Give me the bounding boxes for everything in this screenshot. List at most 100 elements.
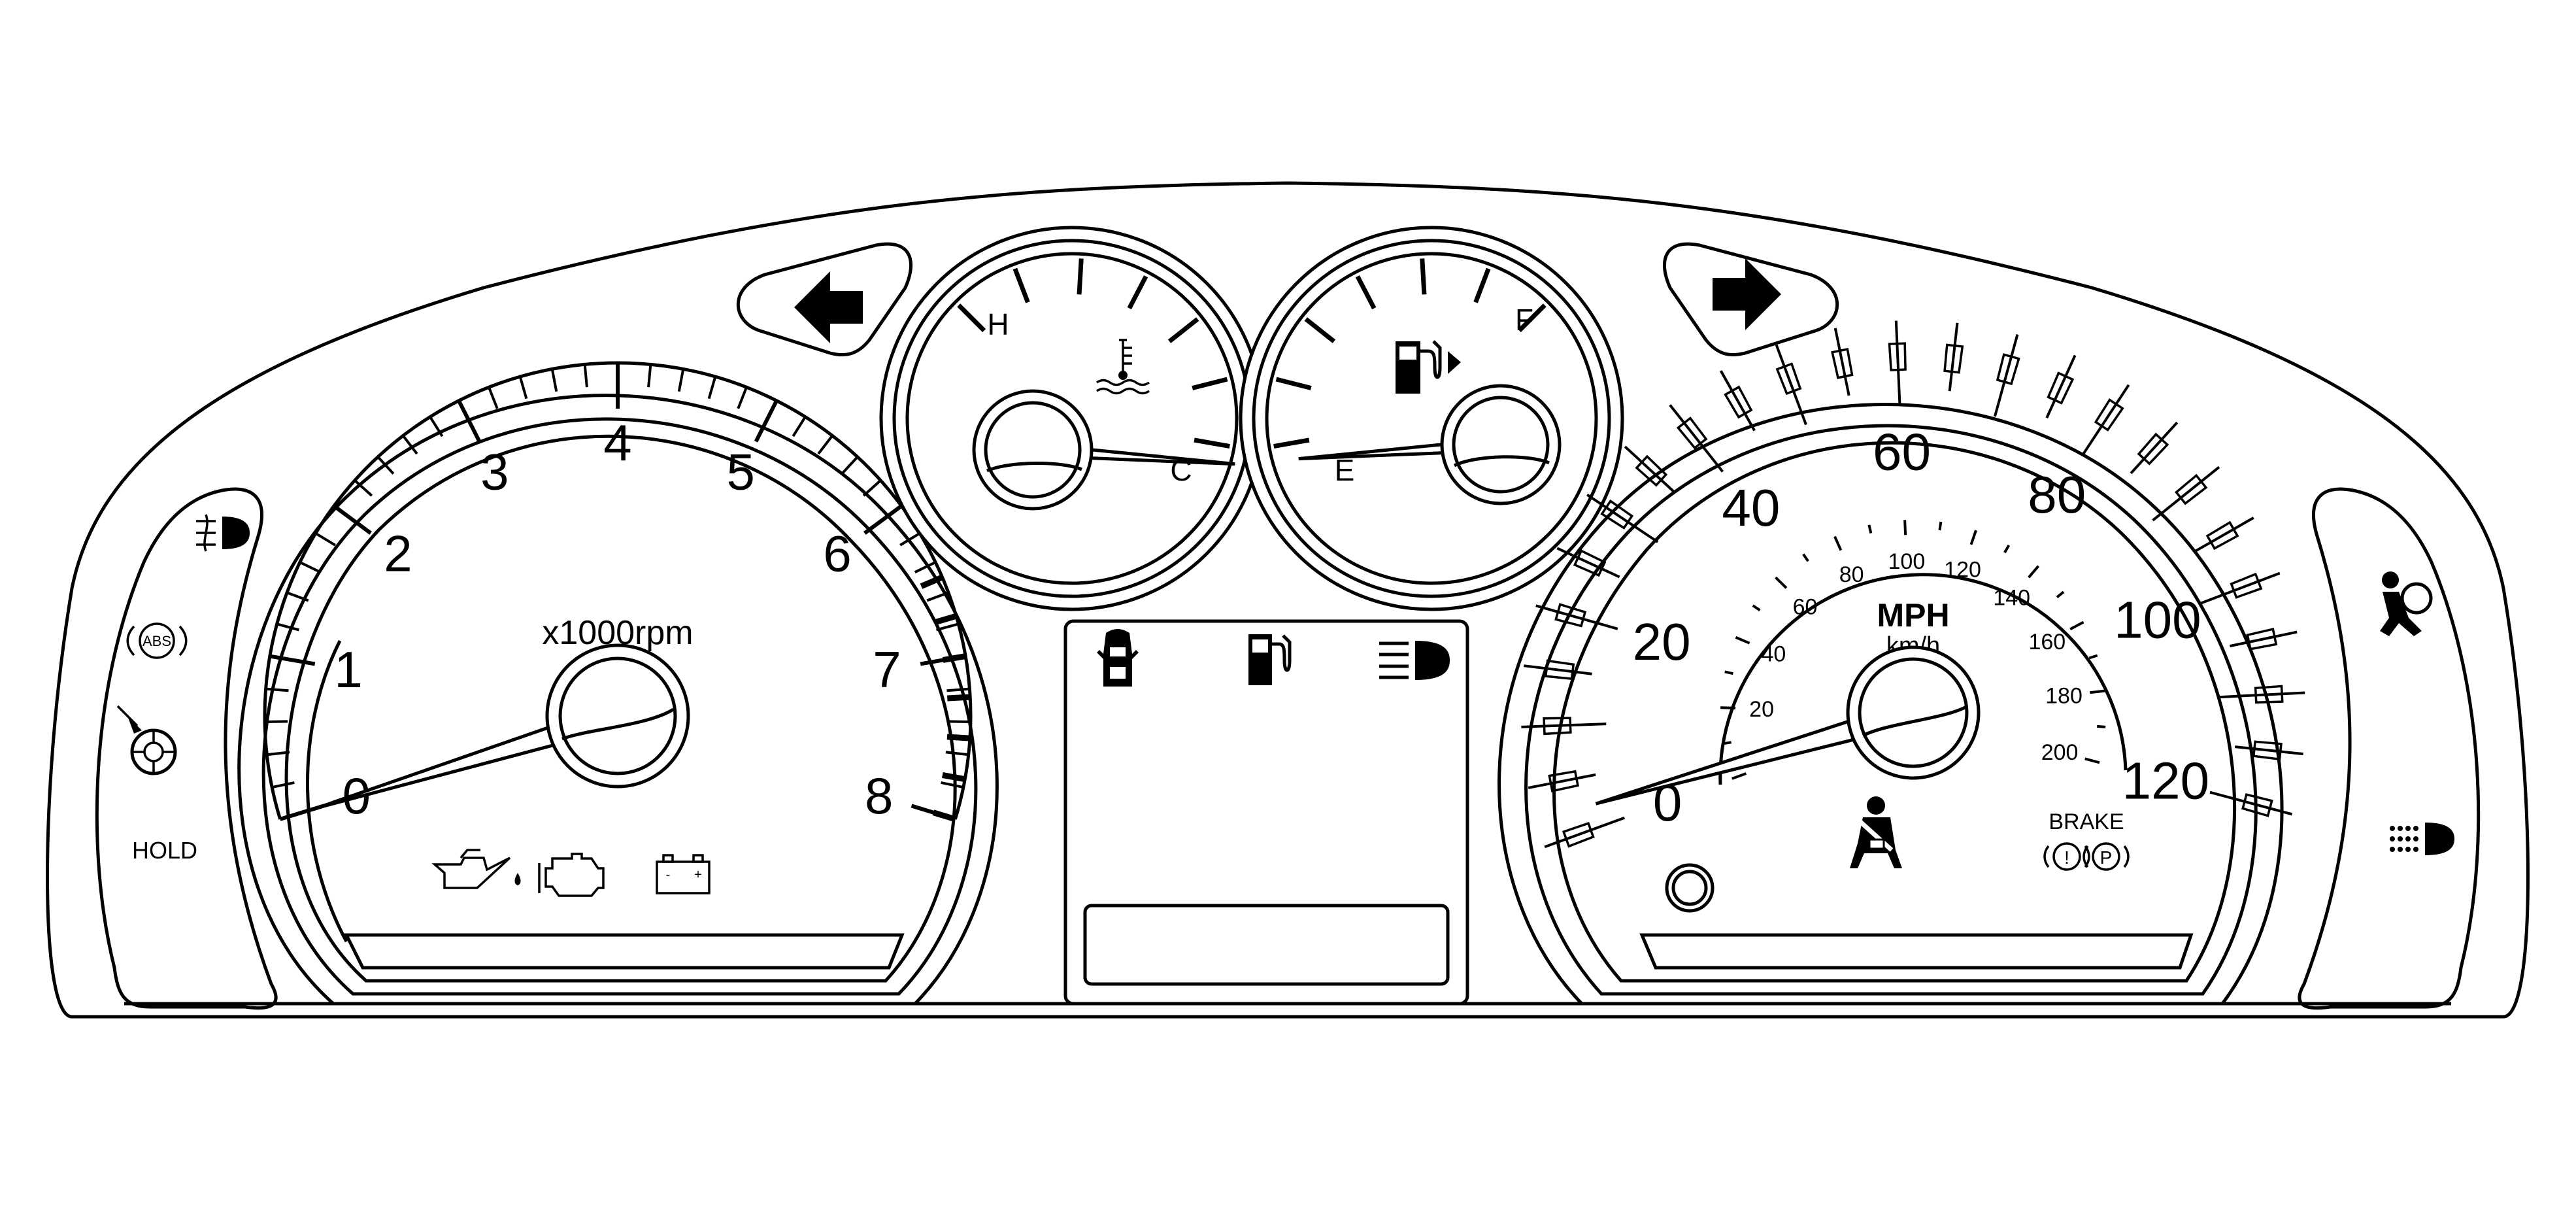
check-engine-icon bbox=[538, 853, 605, 897]
mph-scale-mark bbox=[1635, 454, 1668, 487]
abs-icon: ABS bbox=[126, 622, 188, 659]
mph-scale-mark bbox=[1724, 385, 1753, 419]
mph-scale-label: 80 bbox=[2028, 466, 2086, 524]
trip-reset-knob[interactable] bbox=[1665, 863, 1715, 913]
mph-scale-mark bbox=[2254, 685, 2284, 704]
tachometer-scale-label: 5 bbox=[726, 443, 754, 501]
tachometer-redline-segment bbox=[947, 694, 971, 702]
tachometer-scale-label: 2 bbox=[384, 524, 412, 582]
mph-scale-mark bbox=[2252, 740, 2283, 761]
mph-scale-mark bbox=[2241, 793, 2273, 817]
kmh-minor-tick bbox=[1724, 670, 1733, 675]
right-turn-arrow-icon bbox=[1713, 258, 1781, 330]
tachometer-major-tick bbox=[863, 504, 903, 535]
mph-scale-mark bbox=[2230, 572, 2263, 599]
tachometer-minor-tick bbox=[936, 622, 959, 632]
mph-scale-mark bbox=[1544, 659, 1575, 681]
tachometer-redline-segment bbox=[932, 809, 956, 823]
seatbelt-icon bbox=[1850, 796, 1902, 868]
tachometer-minor-tick bbox=[550, 369, 558, 392]
rear-fog-lamp-icon bbox=[2390, 823, 2454, 855]
battery-icon: - + bbox=[656, 854, 711, 894]
temperature-hub bbox=[972, 389, 1094, 511]
tachometer-minor-tick bbox=[647, 364, 652, 388]
kmh-scale-label: 60 bbox=[1793, 594, 1818, 619]
tachometer-minor-tick bbox=[947, 720, 971, 723]
kmh-scale-label: 140 bbox=[1993, 586, 2030, 611]
tachometer-minor-tick bbox=[792, 416, 807, 437]
speedometer-hub bbox=[1846, 645, 1981, 780]
mph-major-tick bbox=[2152, 466, 2220, 522]
mph-minor-tick bbox=[1833, 328, 1850, 396]
fuel-scale-tick bbox=[1473, 267, 1491, 303]
svg-text:P: P bbox=[2100, 847, 2113, 868]
fuel-hub bbox=[1440, 384, 1562, 505]
tachometer-minor-tick bbox=[488, 386, 499, 409]
kmh-major-tick bbox=[1833, 536, 1843, 551]
mph-major-tick bbox=[2200, 571, 2281, 605]
mph-minor-tick bbox=[2235, 745, 2303, 756]
mph-minor-tick bbox=[1624, 445, 1677, 494]
speed-unit-mph: MPH bbox=[1877, 597, 1949, 634]
fuel-gauge: F E bbox=[1239, 226, 1624, 611]
front-fog-lamp-icon bbox=[196, 514, 250, 552]
tachometer-minor-tick bbox=[314, 532, 336, 547]
mph-major-tick bbox=[1521, 722, 1607, 728]
tachometer-minor-tick bbox=[265, 720, 288, 723]
kmh-minor-tick bbox=[2088, 654, 2098, 660]
kmh-major-tick bbox=[2028, 565, 2040, 579]
tachometer-minor-tick bbox=[286, 591, 309, 602]
mph-minor-tick bbox=[2229, 630, 2298, 648]
kmh-major-tick bbox=[2069, 620, 2084, 631]
tachometer-scale-label: 6 bbox=[823, 524, 851, 582]
tachometer-minor-tick bbox=[946, 687, 970, 692]
tachometer-minor-tick bbox=[862, 479, 882, 497]
mph-minor-tick bbox=[1524, 664, 1592, 675]
kmh-major-tick bbox=[1720, 706, 1736, 709]
mph-scale-mark bbox=[2047, 371, 2075, 405]
brake-label: BRAKE bbox=[2049, 809, 2124, 834]
tachometer-minor-tick bbox=[677, 369, 685, 392]
tachometer-major-tick bbox=[279, 804, 325, 821]
kmh-minor-tick bbox=[1722, 741, 1731, 745]
kmh-major-tick bbox=[1731, 772, 1747, 780]
fuel-scale bbox=[1273, 258, 1547, 449]
mph-scale-mark bbox=[1996, 353, 2020, 386]
mph-major-tick bbox=[2081, 384, 2130, 457]
tachometer-scale-label: 3 bbox=[480, 443, 509, 501]
tachometer-scale-label: 7 bbox=[873, 641, 901, 698]
tachometer-scale-label: 8 bbox=[865, 767, 893, 824]
left-turn-arrow-icon bbox=[794, 271, 863, 343]
fuel-scale-tick bbox=[1304, 317, 1336, 343]
tachometer-major-tick bbox=[269, 654, 316, 666]
kmh-scale-label: 200 bbox=[2041, 740, 2079, 765]
tachometer-minor-tick bbox=[707, 376, 717, 400]
mph-scale-mark bbox=[2137, 432, 2169, 466]
fuel-pump-icon bbox=[1396, 340, 1461, 394]
tachometer-redline-segment bbox=[933, 613, 958, 626]
mph-major-tick bbox=[1544, 816, 1626, 849]
temperature-scale-tick bbox=[1192, 377, 1228, 390]
kmh-minor-tick bbox=[1867, 524, 1873, 534]
temperature-scale bbox=[957, 258, 1230, 449]
kmh-scale-label: 160 bbox=[2028, 630, 2066, 654]
right-turn-signal-pod bbox=[1663, 242, 1839, 357]
mph-scale-mark bbox=[1548, 770, 1579, 792]
kmh-minor-tick bbox=[2003, 544, 2011, 554]
temperature-scale-tick bbox=[1012, 267, 1030, 303]
tachometer-minor-tick bbox=[817, 435, 833, 455]
mph-scale-mark bbox=[2205, 520, 2239, 551]
high-beam-icon bbox=[1379, 641, 1450, 680]
tachometer-minor-tick bbox=[265, 687, 289, 692]
fuel-scale-tick bbox=[1420, 258, 1427, 295]
kmh-scale-label: 180 bbox=[2045, 684, 2083, 709]
mph-minor-tick bbox=[2130, 421, 2179, 475]
kmh-scale-label: 40 bbox=[1762, 641, 1786, 666]
tachometer-minor-tick bbox=[271, 781, 295, 789]
tachometer-minor-tick bbox=[737, 386, 748, 409]
mph-scale-label: 100 bbox=[2114, 591, 2201, 649]
mph-major-tick bbox=[1586, 493, 1659, 543]
tachometer-scale bbox=[263, 361, 973, 823]
tachometer-redline-segment bbox=[942, 653, 966, 663]
kmh-scale-label: 120 bbox=[1944, 558, 1981, 583]
